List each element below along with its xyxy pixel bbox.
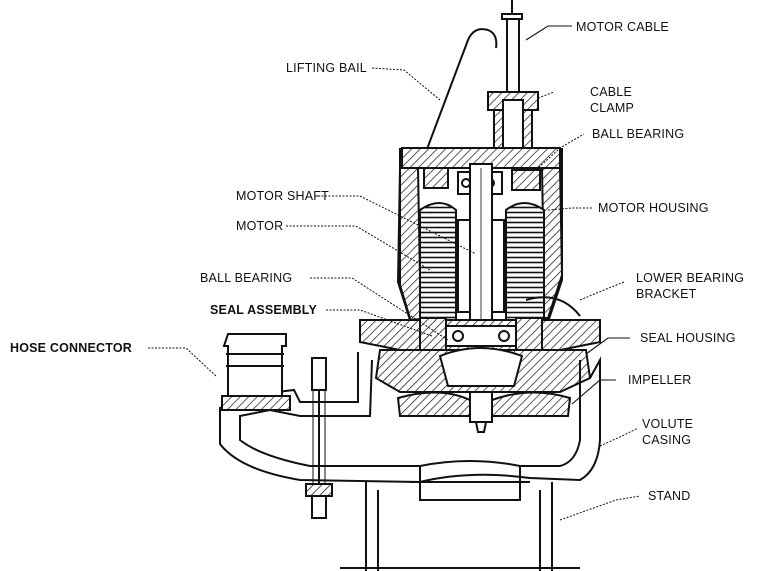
label-hose-connector: HOSE CONNECTOR xyxy=(10,341,132,355)
label-seal-housing: SEAL HOUSING xyxy=(640,331,736,345)
tie-rod xyxy=(305,357,333,519)
label-lower-bearing-line1: LOWER BEARING xyxy=(636,271,744,285)
label-ball-bearing-lower: BALL BEARING xyxy=(200,271,292,285)
label-motor-cable: MOTOR CABLE xyxy=(576,20,669,34)
lifting-bail xyxy=(420,28,498,166)
label-ball-bearing-top: BALL BEARING xyxy=(592,127,684,141)
motor-cable xyxy=(501,0,523,92)
labels: MOTOR CABLE LIFTING BAIL CABLE CLAMP BAL… xyxy=(10,20,744,503)
label-cable-clamp-line2: CLAMP xyxy=(590,101,634,115)
cable-clamp xyxy=(487,91,539,151)
label-motor-housing: MOTOR HOUSING xyxy=(598,201,709,215)
label-volute-line1: VOLUTE xyxy=(642,417,693,431)
label-lower-bearing-line2: BRACKET xyxy=(636,287,697,301)
lower-ball-bearing xyxy=(445,325,517,347)
label-seal-assembly: SEAL ASSEMBLY xyxy=(210,303,317,317)
label-stand: STAND xyxy=(648,489,690,503)
volute-casing xyxy=(219,352,601,501)
label-impeller: IMPELLER xyxy=(628,373,691,387)
hose-connector xyxy=(221,333,291,411)
label-lifting-bail: LIFTING BAIL xyxy=(286,61,367,75)
label-volute-line2: CASING xyxy=(642,433,691,447)
label-motor: MOTOR xyxy=(236,219,283,233)
impeller xyxy=(396,391,572,433)
label-cable-clamp-line1: CABLE xyxy=(590,85,632,99)
motor-windings xyxy=(419,202,545,328)
leader-lines xyxy=(148,25,641,521)
label-motor-shaft: MOTOR SHAFT xyxy=(236,189,329,203)
motor-housing xyxy=(396,147,564,326)
seal-housing xyxy=(374,347,592,393)
stand xyxy=(340,482,580,571)
